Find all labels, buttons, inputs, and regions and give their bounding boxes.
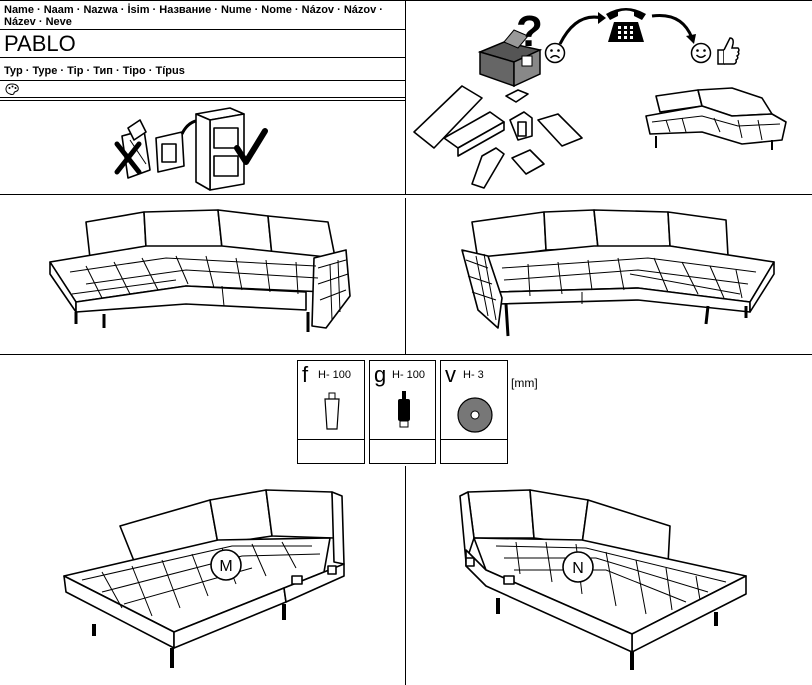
glide-pad-icon — [457, 397, 493, 433]
foot-height: H- 100 — [392, 369, 426, 381]
foot-box-v: v H- 3 — [440, 360, 508, 464]
bottom-divider — [405, 466, 406, 685]
info-form: Name · Naam · Nazwa · İsim · Название · … — [0, 0, 405, 194]
scattered-parts — [413, 85, 583, 189]
sad-face-icon — [544, 42, 566, 64]
foot-box-f: f H- 100 — [297, 360, 365, 464]
question-mark-icon: ? — [516, 7, 543, 56]
header-bottom-line — [0, 194, 812, 195]
wooden-foot-icon — [324, 392, 340, 430]
name-label-line2: Název · Neve — [4, 16, 72, 28]
middle-divider — [405, 198, 406, 354]
service-illustration: ? — [406, 0, 812, 194]
form-line-2 — [0, 57, 405, 58]
marker-m: M — [219, 558, 232, 575]
foot-letter: v — [445, 362, 456, 387]
palette-icon — [5, 83, 19, 96]
storage-illustration — [121, 107, 245, 191]
cross-icon — [114, 141, 142, 175]
name-label-line1: Name · Naam · Nazwa · İsim · Название · … — [4, 4, 383, 16]
middle-bottom-line — [0, 354, 812, 355]
arrow-to-phone — [558, 12, 606, 45]
arrow-to-smiley — [651, 13, 696, 44]
smiley-face-icon — [690, 42, 712, 64]
marker-n: N — [572, 560, 584, 577]
foot-letter: g — [374, 362, 387, 387]
metal-foot-icon — [398, 391, 410, 428]
foot-box-divider — [370, 439, 435, 440]
chaise-sofa-left: M — [63, 489, 345, 668]
thumbs-up-icon — [717, 37, 740, 65]
corner-sofa-right — [461, 209, 775, 337]
header-divider — [405, 0, 406, 194]
form-line-4 — [0, 97, 405, 98]
form-line-5 — [0, 100, 405, 101]
foot-height: H- 3 — [463, 369, 484, 381]
corner-sofa-left — [49, 209, 351, 332]
foot-height: H- 100 — [318, 369, 352, 381]
svg-text:?: ? — [516, 7, 543, 56]
unit-label: [mm] — [511, 376, 538, 390]
foot-letter: f — [302, 362, 309, 387]
foot-box-divider — [298, 439, 364, 440]
foot-box-divider — [441, 439, 507, 440]
frame-top — [0, 0, 812, 1]
product-name: PABLO — [4, 31, 76, 56]
open-box — [477, 29, 543, 88]
form-line-1 — [0, 29, 405, 30]
form-line-3 — [0, 80, 405, 81]
type-label: Typ · Type · Tip · Тип · Tipo · Típus — [4, 65, 185, 77]
checkmark-icon — [234, 128, 268, 165]
foot-box-g: g H- 100 — [369, 360, 436, 464]
telephone-icon — [606, 8, 646, 42]
small-corner-sofa — [645, 87, 787, 150]
chaise-sofa-right: N — [459, 489, 747, 670]
